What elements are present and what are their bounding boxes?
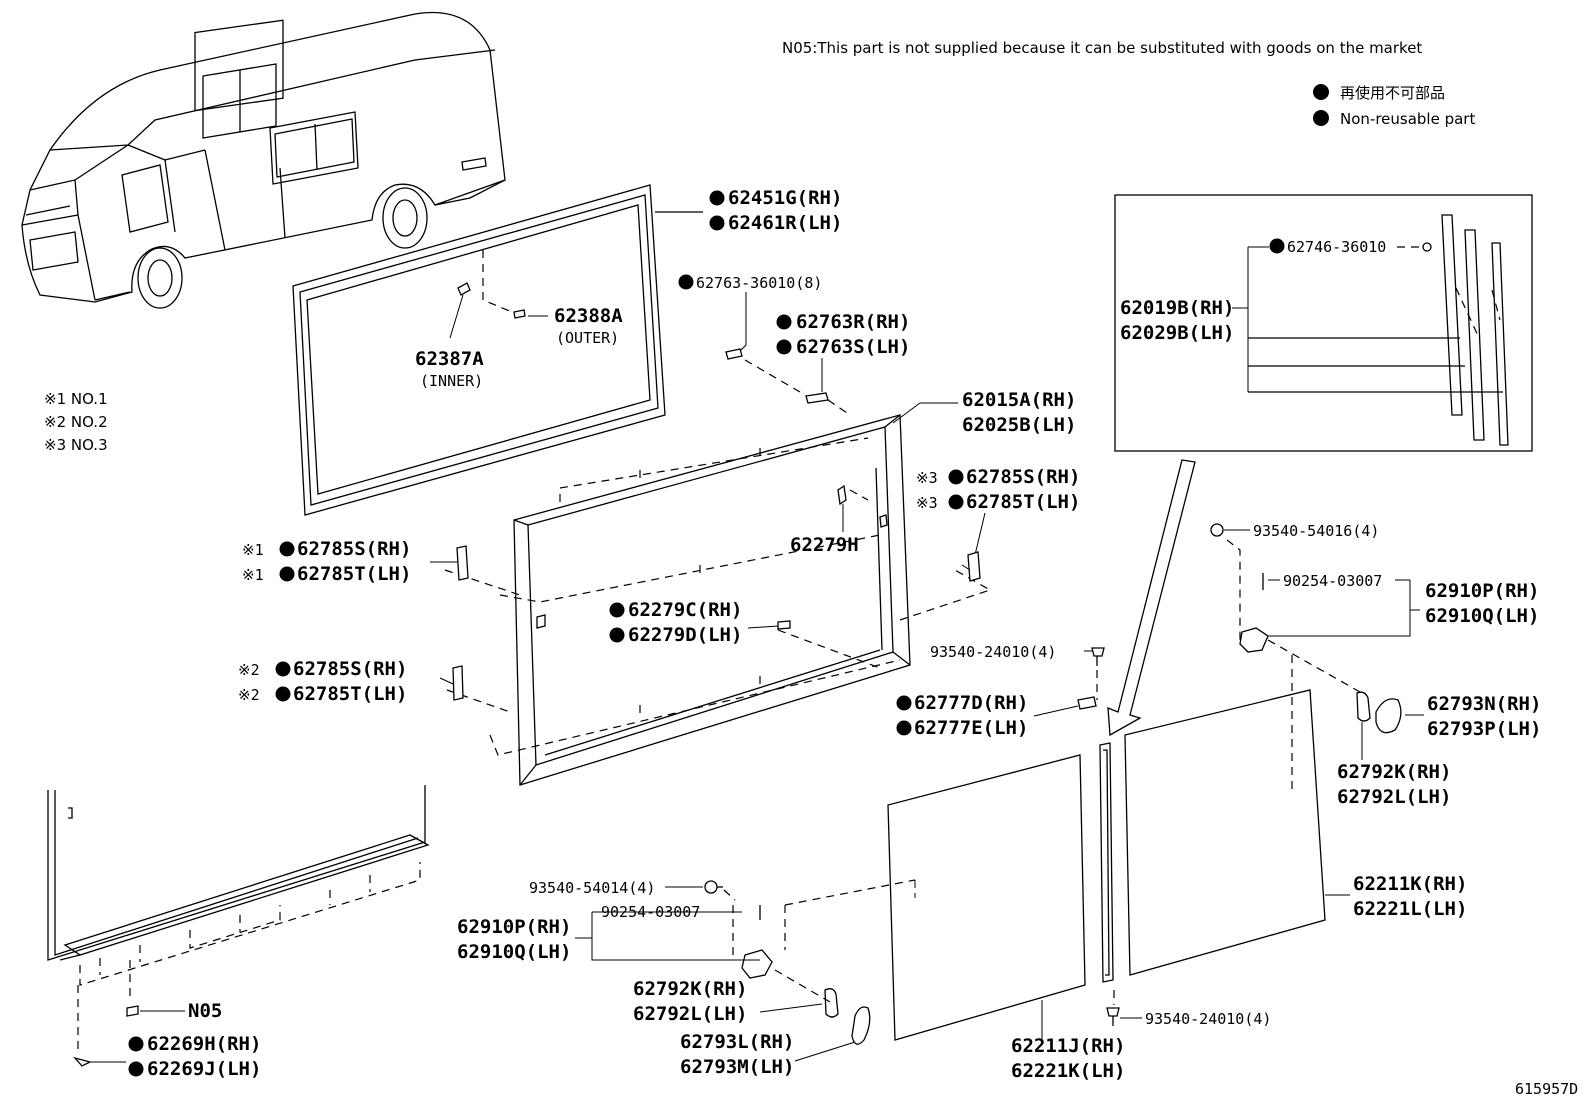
non-reusable-bullet-icon	[609, 602, 625, 618]
label-62910p-a: 62910P(RH)	[1425, 580, 1539, 602]
mark2: ※2	[238, 661, 260, 679]
non-reusable-bullet-icon	[1269, 238, 1285, 254]
label-62221l: 62221L(LH)	[1353, 898, 1467, 920]
non-reusable-bullet-icon	[1313, 84, 1329, 100]
label-62029b: 62029B(LH)	[1120, 322, 1234, 344]
non-reusable-bullet-icon	[275, 661, 291, 677]
clip-icon	[1422, 242, 1432, 252]
label-62019b: 62019B(RH)	[1120, 297, 1234, 319]
label-62461r: 62461R(LH)	[728, 212, 842, 234]
lower-molding	[47, 785, 430, 961]
label-62785s-3: 62785S(RH)	[966, 466, 1080, 488]
legend-en: Non-reusable part	[1340, 110, 1475, 128]
label-62269j: 62269J(LH)	[147, 1058, 261, 1080]
detail-box	[1114, 194, 1533, 452]
n05-note: N05:This part is not supplied because it…	[782, 39, 1422, 57]
non-reusable-bullet-icon	[896, 720, 912, 736]
mark3: ※3	[916, 469, 938, 487]
label-62785t-2: 62785T(LH)	[293, 683, 407, 705]
label-90254-a: 90254-03007	[1283, 572, 1382, 590]
label-62387a: 62387A	[415, 348, 484, 370]
non-reusable-bullet-icon	[709, 190, 725, 206]
bolt-icon	[1210, 523, 1224, 537]
non-reusable-bullet-icon	[896, 695, 912, 711]
non-reusable-bullet-icon	[678, 274, 694, 290]
mark1-b: ※1	[242, 566, 264, 584]
non-reusable-bullet-icon	[709, 215, 725, 231]
label-93540-24010-b: 93540-24010(4)	[1145, 1010, 1271, 1028]
label-93540-54016: 93540-54016(4)	[1253, 522, 1379, 540]
label-62279c: 62279C(RH)	[628, 599, 742, 621]
label-62269h: 62269H(RH)	[147, 1033, 261, 1055]
non-reusable-bullet-icon	[1313, 110, 1329, 126]
label-62211k: 62211K(RH)	[1353, 873, 1467, 895]
non-reusable-bullet-icon	[128, 1036, 144, 1052]
figure-number: 615957D	[1515, 1080, 1578, 1098]
label-62785s-2: 62785S(RH)	[293, 658, 407, 680]
mark2-b: ※2	[238, 686, 260, 704]
label-62211j: 62211J(RH)	[1011, 1035, 1125, 1057]
label-62279d: 62279D(LH)	[628, 624, 742, 646]
label-62388a: 62388A	[554, 305, 623, 327]
label-62793n: 62793N(RH)	[1427, 693, 1541, 715]
label-62792l-b: 62792L(LH)	[633, 1003, 747, 1025]
label-90254-b: 90254-03007	[601, 903, 700, 921]
glass-run-seal	[292, 184, 666, 516]
label-62279h: 62279H	[790, 534, 859, 556]
non-reusable-bullet-icon	[275, 686, 291, 702]
label-62763-36010: 62763-36010(8)	[696, 274, 822, 292]
label-62793p: 62793P(LH)	[1427, 718, 1541, 740]
label-62793m: 62793M(LH)	[680, 1056, 794, 1078]
label-62785t-1: 62785T(LH)	[297, 563, 411, 585]
label-62025b: 62025B(LH)	[962, 414, 1076, 436]
note-no3: ※3 NO.3	[44, 436, 108, 454]
note-no2: ※2 NO.2	[44, 413, 108, 431]
non-reusable-bullet-icon	[948, 469, 964, 485]
label-62793l: 62793L(RH)	[680, 1031, 794, 1053]
label-62763r: 62763R(RH)	[796, 311, 910, 333]
label-62221k: 62221K(LH)	[1011, 1060, 1125, 1082]
label-62910p-b: 62910P(RH)	[457, 916, 571, 938]
label-62910q-b: 62910Q(LH)	[457, 941, 571, 963]
window-frame	[513, 414, 911, 786]
label-62792k-a: 62792K(RH)	[1337, 761, 1451, 783]
label-62792k-b: 62792K(RH)	[633, 978, 747, 1000]
label-62451g: 62451G(RH)	[728, 187, 842, 209]
label-62746: 62746-36010	[1287, 238, 1386, 256]
mark3-b: ※3	[916, 494, 938, 512]
non-reusable-bullet-icon	[776, 339, 792, 355]
non-reusable-bullet-icon	[128, 1061, 144, 1077]
label-62910q-a: 62910Q(LH)	[1425, 605, 1539, 627]
sliding-glass-panels	[887, 689, 1326, 1041]
non-reusable-bullet-icon	[279, 566, 295, 582]
label-93540-24010-a: 93540-24010(4)	[930, 643, 1056, 661]
non-reusable-bullet-icon	[279, 541, 295, 557]
label-outer: (OUTER)	[556, 329, 619, 347]
mark1: ※1	[242, 541, 264, 559]
legend-jp: 再使用不可部品	[1340, 84, 1445, 102]
label-inner: (INNER)	[420, 372, 483, 390]
label-62763s: 62763S(LH)	[796, 336, 910, 358]
non-reusable-bullet-icon	[776, 314, 792, 330]
label-93540-54014: 93540-54014(4)	[529, 879, 655, 897]
label-62777e: 62777E(LH)	[914, 717, 1028, 739]
label-62777d: 62777D(RH)	[914, 692, 1028, 714]
label-62792l-a: 62792L(LH)	[1337, 786, 1451, 808]
non-reusable-bullet-icon	[948, 494, 964, 510]
label-62785s-1: 62785S(RH)	[297, 538, 411, 560]
bolt-icon	[704, 880, 718, 894]
label-62785t-3: 62785T(LH)	[966, 491, 1080, 513]
label-62015a: 62015A(RH)	[962, 389, 1076, 411]
label-n05: N05	[188, 1000, 222, 1022]
note-no1: ※1 NO.1	[44, 390, 108, 408]
non-reusable-bullet-icon	[609, 627, 625, 643]
bus-illustration	[21, 11, 506, 309]
